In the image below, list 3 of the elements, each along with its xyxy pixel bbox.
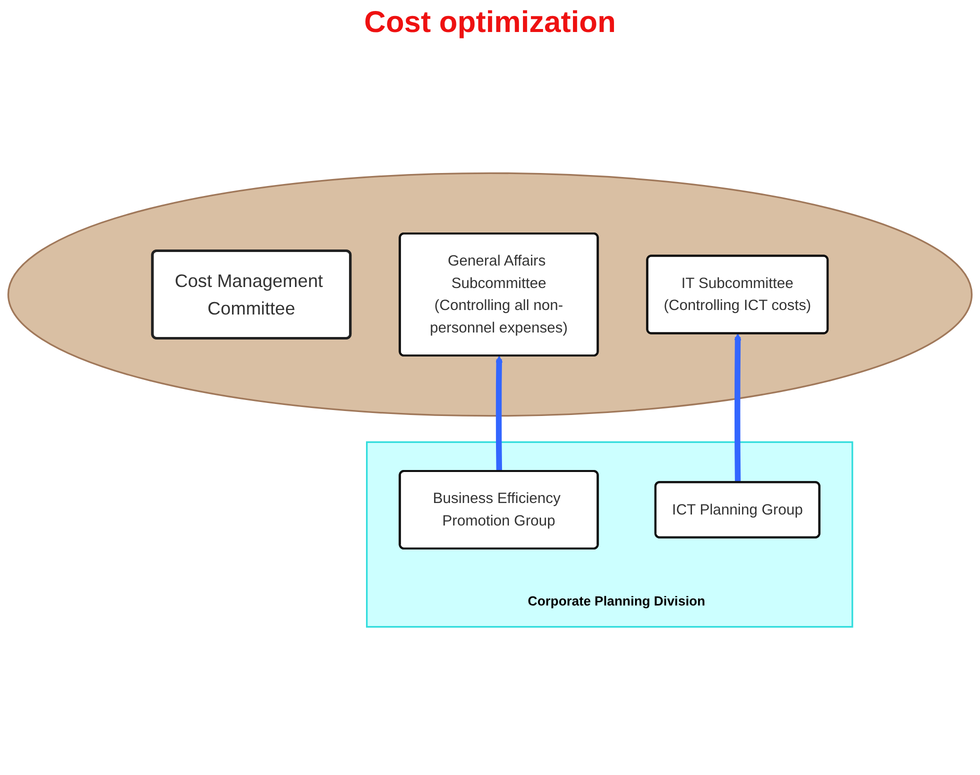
annotation-text: Cost optimization bbox=[364, 6, 616, 40]
arrow bbox=[734, 333, 742, 483]
arrow bbox=[495, 356, 503, 472]
